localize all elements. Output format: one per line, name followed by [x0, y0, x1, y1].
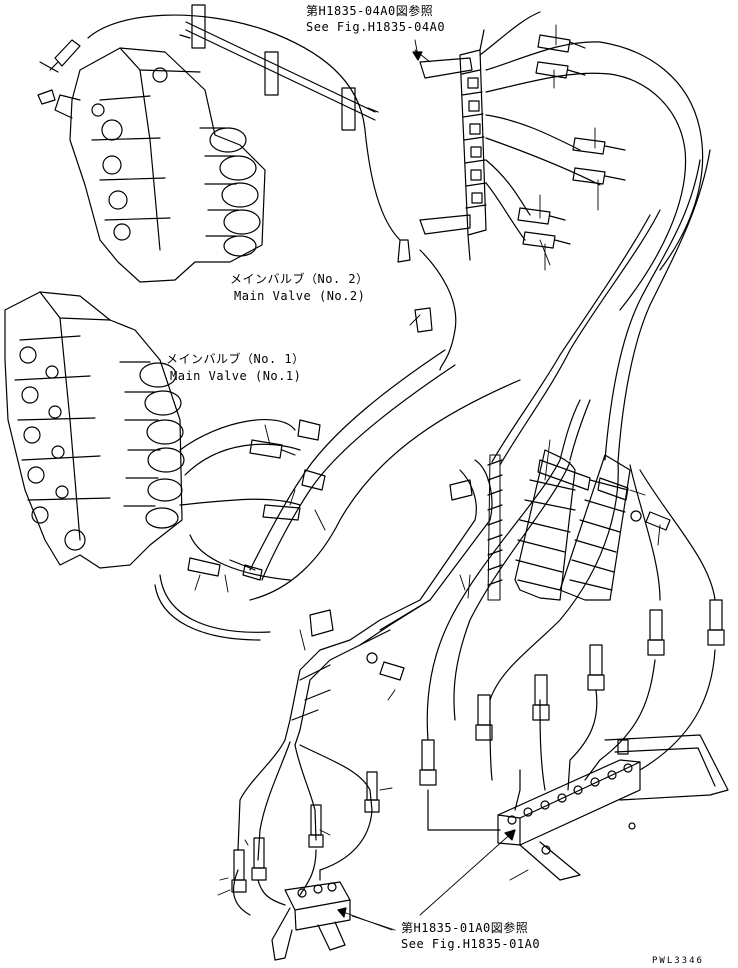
valve-no2-label-jp: メインバルブ（No. 2）: [230, 272, 369, 286]
main-valve-no2: [54, 47, 266, 283]
clamp-brackets: [309, 459, 671, 681]
drawing-code: PWL3346: [652, 956, 704, 966]
ref-label-bottom-jp: 第H1835-01A0図参照: [401, 921, 529, 935]
valve-no1-label-en: Main Valve (No.1): [170, 369, 302, 383]
hoses-diagonal: [491, 149, 711, 466]
hose-fittings-upper: [517, 34, 626, 249]
spiral-guards: [284, 449, 631, 746]
hoses-lower-right: [426, 459, 716, 831]
hoses-upper: [364, 11, 704, 371]
leader-lines: [194, 49, 661, 931]
hose-fittings-lower-left: [231, 771, 380, 893]
hoses-lower-left: [232, 739, 373, 916]
hose-fittings-middle: [187, 419, 326, 581]
reference-arrows: [337, 39, 516, 931]
upper-header-block: [419, 29, 487, 261]
hoses-middle: [154, 349, 521, 641]
ref-label-top-en: See Fig.H1835-04A0: [306, 20, 446, 34]
main-valve-no1: [4, 291, 185, 569]
valve-no2-label-en: Main Valve (No.2): [234, 289, 366, 303]
lower-left-block: [271, 881, 351, 961]
hose-fittings-lower-right: [419, 599, 725, 786]
valve-no1-label-jp: メインバルブ（No. 1）: [166, 352, 305, 366]
leader-lines-upper: [539, 24, 599, 271]
ref-label-bottom-en: See Fig.H1835-01A0: [401, 937, 541, 951]
adapter-fitting: [37, 39, 81, 105]
clamp-rods: [87, 4, 379, 131]
lower-right-block: [497, 734, 729, 881]
ref-label-top-jp: 第H1835-04A0図参照: [306, 4, 434, 18]
